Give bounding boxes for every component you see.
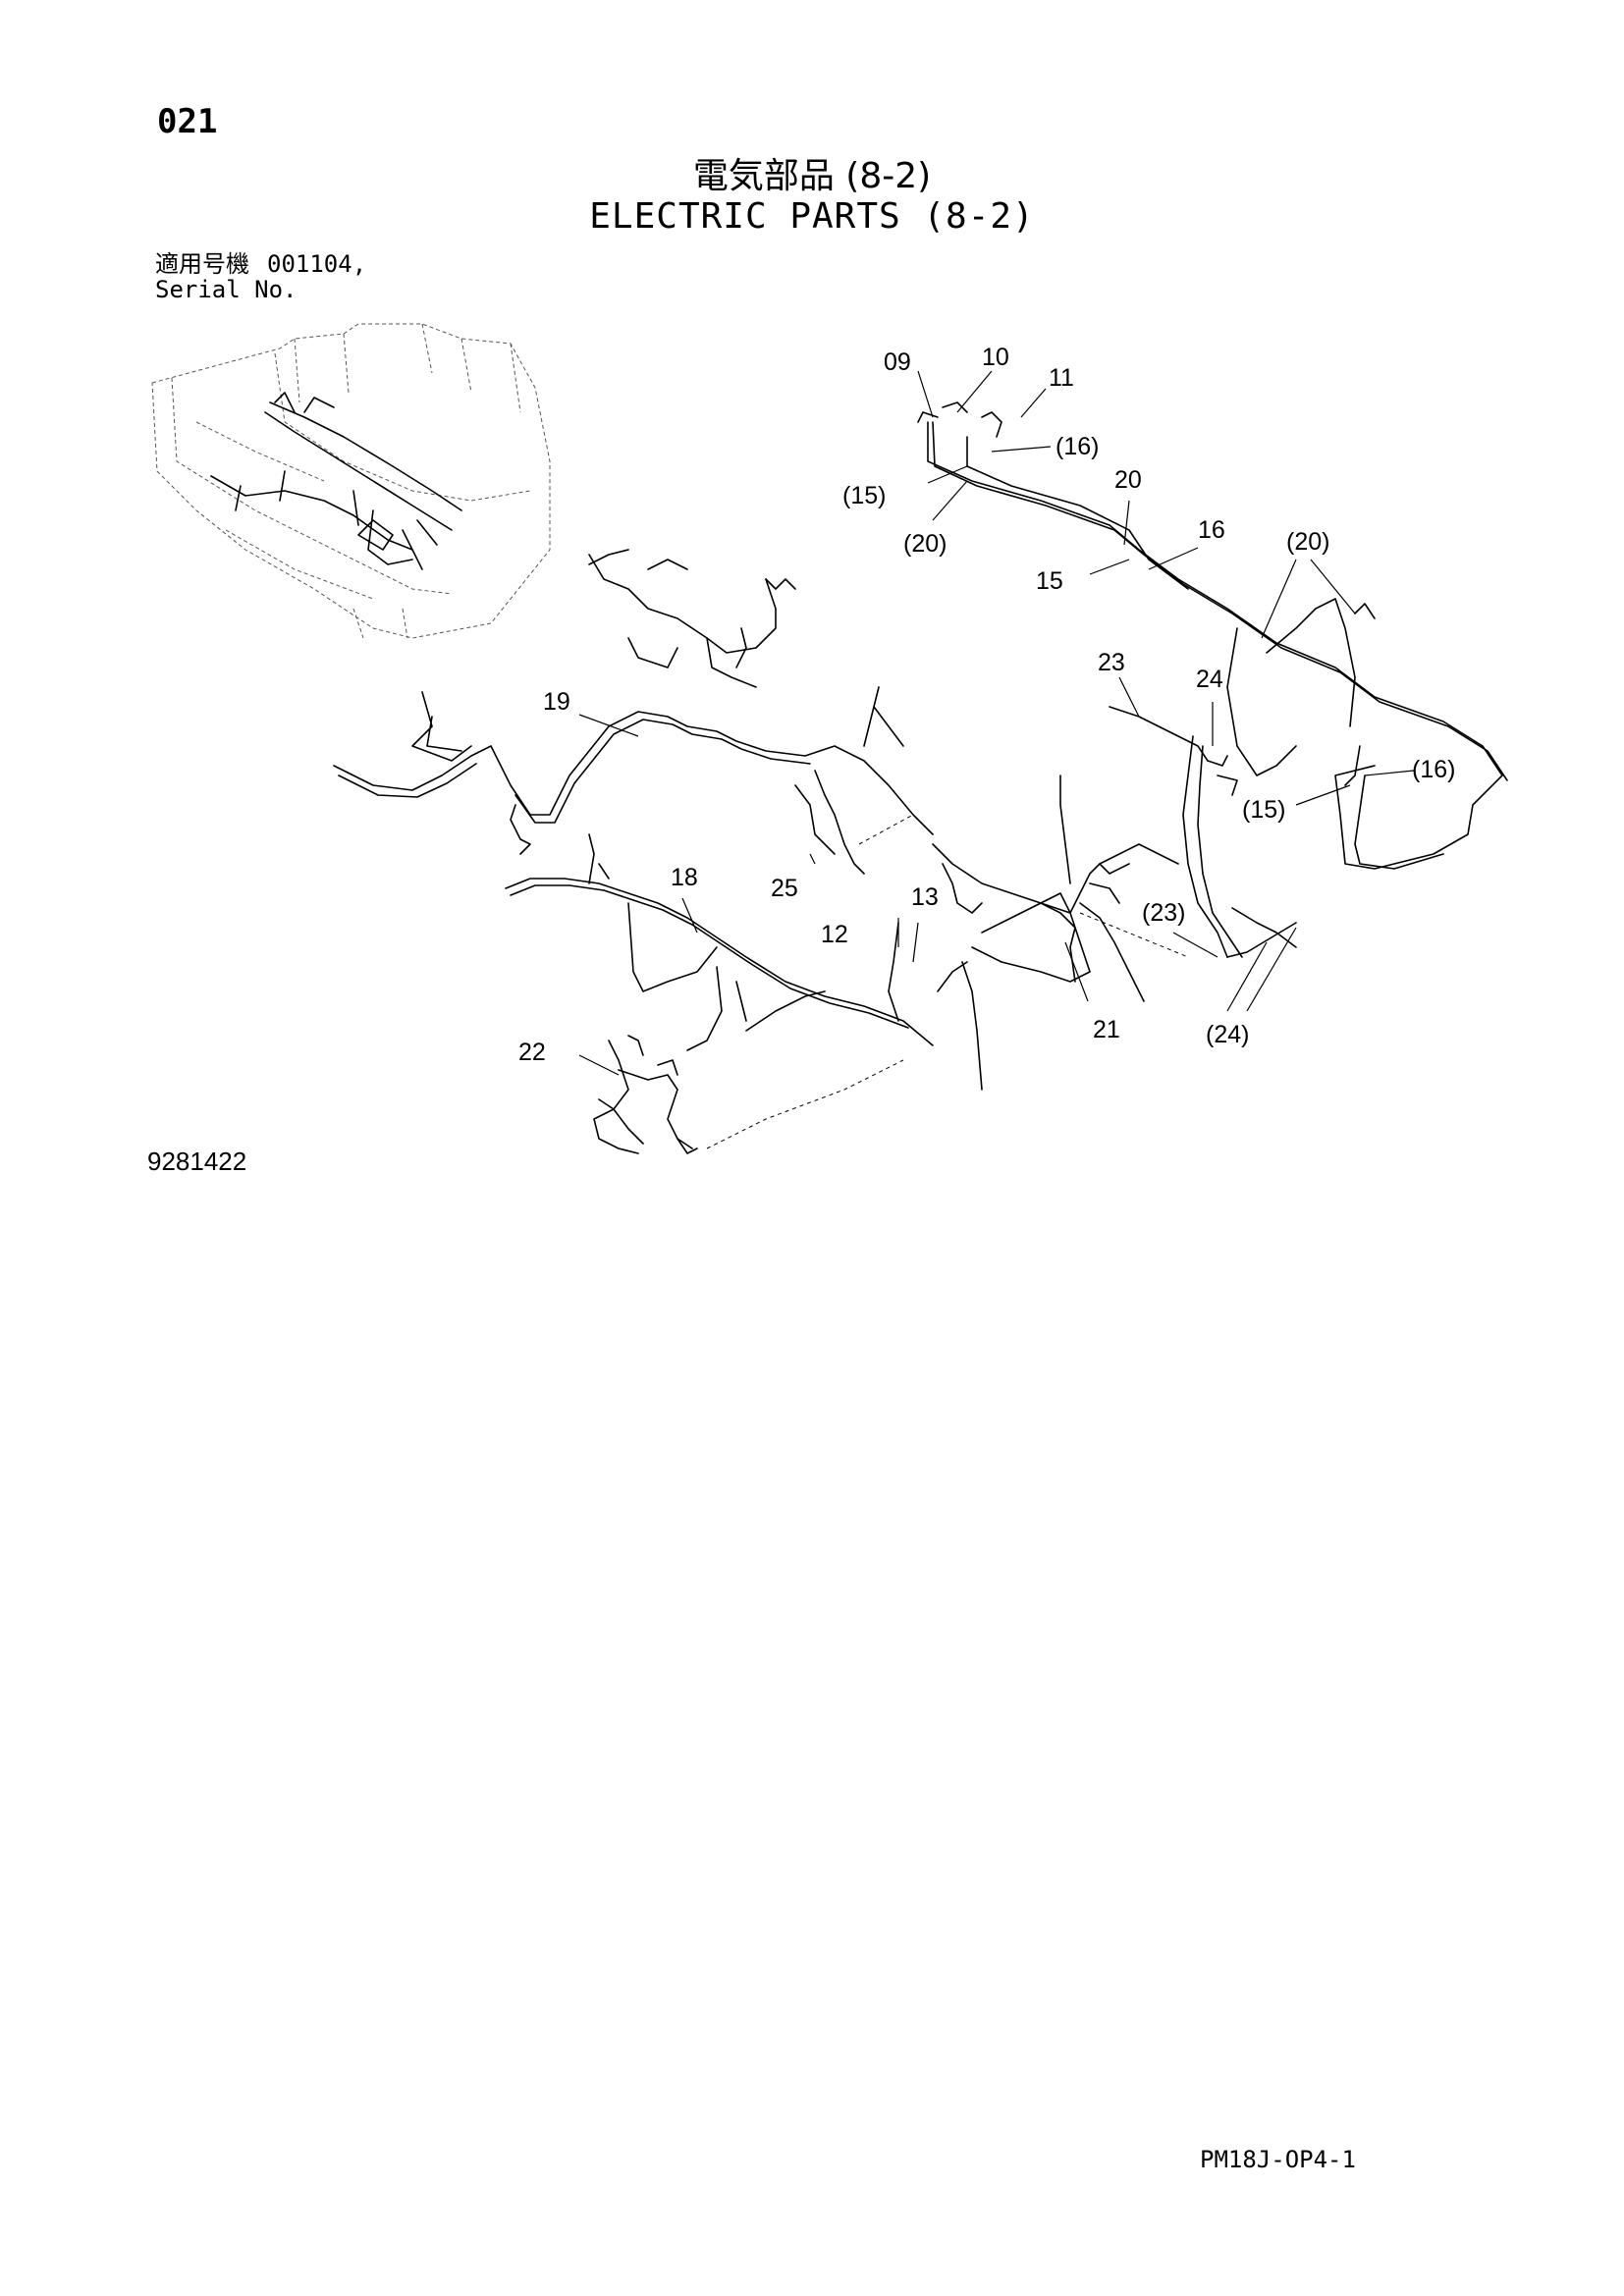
callout-19: 19: [543, 688, 570, 716]
callout-20-paren-left: (20): [903, 530, 947, 558]
callout-25: 25: [771, 875, 798, 902]
callout-22: 22: [518, 1039, 546, 1066]
callout-24-paren: (24): [1206, 1021, 1249, 1048]
drawing-number: 9281422: [147, 1147, 247, 1176]
callout-15-paren-upper: (15): [842, 482, 886, 509]
harness-upper-right: [917, 370, 1508, 870]
callout-23: 23: [1098, 649, 1125, 676]
serial-number-block: 適用号機 001104, Serial No.: [155, 251, 366, 302]
callout-15-paren-lower: (15): [1242, 796, 1285, 824]
harness-18: [505, 814, 983, 1091]
harness-main-19: [333, 549, 934, 875]
footer-page-code: PM18J-OP4-1: [1200, 2146, 1356, 2173]
harness-22: [578, 1035, 904, 1154]
machine-overview-sketch: [151, 323, 551, 639]
callout-16: 16: [1198, 516, 1225, 544]
callout-20: 20: [1114, 466, 1142, 494]
callout-16-paren-upper: (16): [1056, 433, 1099, 460]
harness-21: [932, 774, 1179, 1002]
callout-11: 11: [1049, 364, 1074, 392]
callout-20-paren-right: (20): [1286, 528, 1329, 556]
callout-24: 24: [1196, 666, 1223, 693]
callout-15: 15: [1036, 567, 1063, 595]
page-title-english: ELECTRIC PARTS (8-2): [589, 196, 1035, 237]
callout-16-paren-lower: (16): [1412, 756, 1455, 783]
callout-23-paren: (23): [1142, 899, 1185, 927]
harness-23-24: [1079, 676, 1297, 1012]
callout-09: 09: [884, 348, 911, 376]
callout-13: 13: [911, 883, 939, 911]
callout-12: 12: [821, 921, 848, 948]
serial-label-english: Serial No.: [155, 276, 298, 303]
page-number: 021: [157, 102, 218, 141]
callout-18: 18: [671, 864, 698, 891]
page-title-japanese: 電気部品 (8-2): [692, 156, 932, 196]
callout-10: 10: [982, 344, 1009, 371]
wiring-harness-diagram: 09 10 11 (16) (15) 20 (20) 16 15 (20) 23…: [151, 323, 1508, 1154]
callout-21: 21: [1093, 1016, 1120, 1043]
serial-label-japanese: 適用号機: [155, 250, 249, 278]
serial-value: 001104,: [267, 250, 367, 278]
callout-labels: 09 10 11 (16) (15) 20 (20) 16 15 (20) 23…: [518, 344, 1455, 1066]
